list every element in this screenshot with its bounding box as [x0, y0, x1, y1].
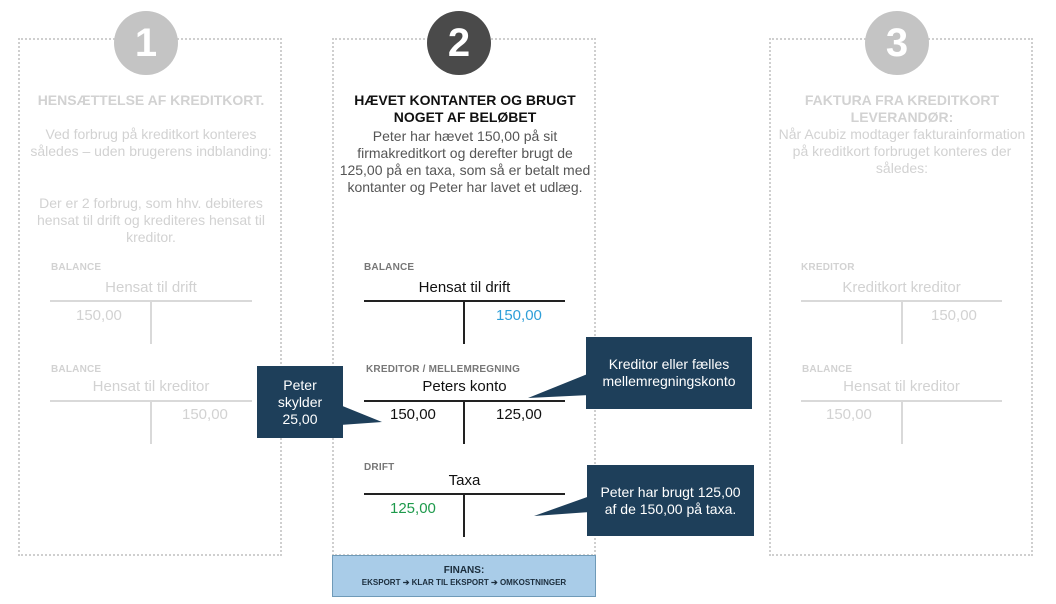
- t-account-title: Taxa: [448, 472, 481, 489]
- step-3-description: Når Acubiz modtager fakturainformation p…: [778, 126, 1026, 176]
- step-2-number: 2: [427, 11, 491, 75]
- t-account-credit: 150,00: [182, 406, 228, 423]
- t-account-vline: [463, 300, 465, 344]
- t-account-label: BALANCE: [802, 364, 853, 375]
- t-account-title: Kreditkort kreditor: [842, 279, 961, 296]
- step-3-number: 3: [865, 11, 929, 75]
- step-1-heading: HENSÆTTELSE AF KREDITKORT.: [37, 92, 265, 108]
- t-account-debit: 150,00: [390, 406, 436, 423]
- t-account-vline: [901, 400, 903, 444]
- callout-taxa: Peter har brugt 125,00 af de 150,00 på t…: [587, 465, 754, 536]
- t-account-label: KREDITOR / MELLEMREGNING: [366, 364, 521, 375]
- finans-steps: EKSPORT ➔ KLAR TIL EKSPORT ➔ OMKOSTNINGE…: [361, 578, 567, 587]
- t-account-title: Hensat til drift: [418, 279, 511, 296]
- callout-peter-skylder: Peter skylder 25,00: [257, 366, 343, 438]
- t-account-debit: 150,00: [76, 307, 122, 324]
- t-account-vline: [463, 493, 465, 537]
- t-account-label: BALANCE: [51, 364, 102, 375]
- step-1-description-2: Der er 2 forbrug, som hhv. debiteres hen…: [36, 195, 265, 245]
- step-1-description: Ved forbrug på kreditkort konteres såled…: [30, 126, 272, 159]
- t-account-credit: 150,00: [931, 307, 977, 324]
- step-2-description: Peter har hævet 150,00 på sit firmakredi…: [339, 128, 591, 195]
- t-account-debit: 150,00: [826, 406, 872, 423]
- callout-kreditor: Kreditor eller fælles mellemregningskont…: [586, 337, 752, 409]
- t-account-vline: [150, 300, 152, 344]
- t-account-label: DRIFT: [364, 462, 395, 473]
- kreditor-pointer: [528, 373, 590, 398]
- t-account-vline: [150, 400, 152, 444]
- t-account-credit: 125,00: [496, 406, 542, 423]
- peter-skylder-pointer: [340, 405, 382, 425]
- step-2-heading: HÆVET KONTANTER OG BRUGT NOGET AF BELØBE…: [354, 92, 576, 125]
- t-account-debit: 125,00: [390, 500, 436, 517]
- t-account-vline: [463, 400, 465, 444]
- t-account-label: BALANCE: [364, 262, 415, 273]
- step-3-heading: FAKTURA FRA KREDITKORT LEVERANDØR:: [804, 92, 1000, 125]
- t-account-title: Hensat til drift: [105, 279, 197, 296]
- t-account-title: Peters konto: [422, 378, 507, 395]
- t-account-vline: [901, 300, 903, 344]
- t-account-credit: 150,00: [496, 307, 542, 324]
- finans-box: FINANS: EKSPORT ➔ KLAR TIL EKSPORT ➔ OMK…: [332, 555, 596, 597]
- t-account-label: KREDITOR: [801, 262, 855, 273]
- t-account-label: BALANCE: [51, 262, 102, 273]
- taxa-pointer: [534, 496, 590, 516]
- step-1-number: 1: [114, 11, 178, 75]
- finans-title: FINANS:: [443, 565, 485, 576]
- t-account-title: Hensat til kreditor: [843, 378, 960, 395]
- t-account-title: Hensat til kreditor: [92, 378, 210, 395]
